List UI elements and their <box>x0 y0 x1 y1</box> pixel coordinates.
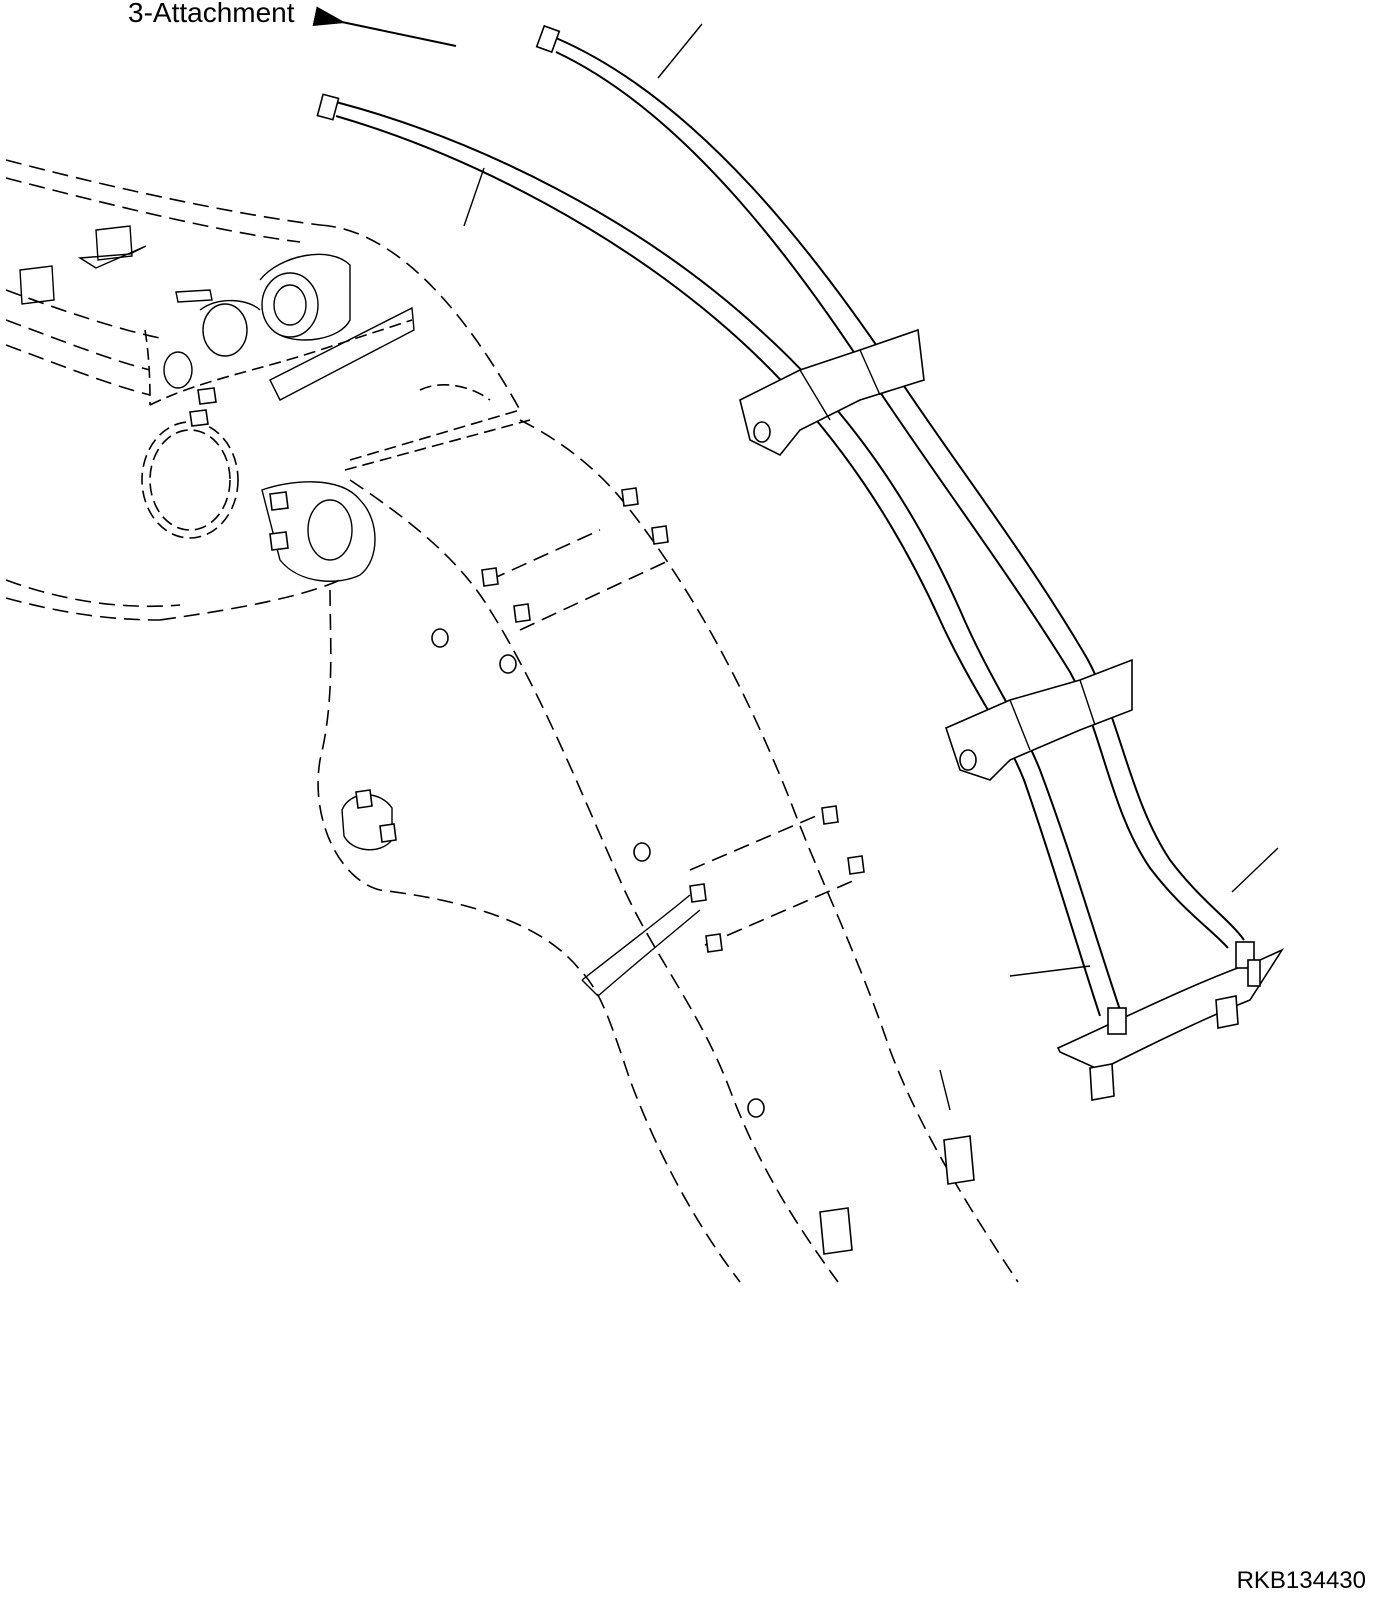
hose-bracket-bottom <box>1056 941 1285 1101</box>
direction-arrow <box>312 6 457 47</box>
hose-clamp-upper <box>739 328 925 457</box>
hose-clamp-middle <box>945 658 1133 781</box>
direction-label: 3-Attachment <box>128 0 295 28</box>
arm-body <box>317 419 1019 1283</box>
hose-lower <box>316 93 1121 1017</box>
drawing-code: RKB134430 <box>1237 1567 1366 1594</box>
hose-upper <box>535 24 1245 949</box>
leader-lines <box>463 23 1279 977</box>
boom-structure <box>5 159 531 621</box>
